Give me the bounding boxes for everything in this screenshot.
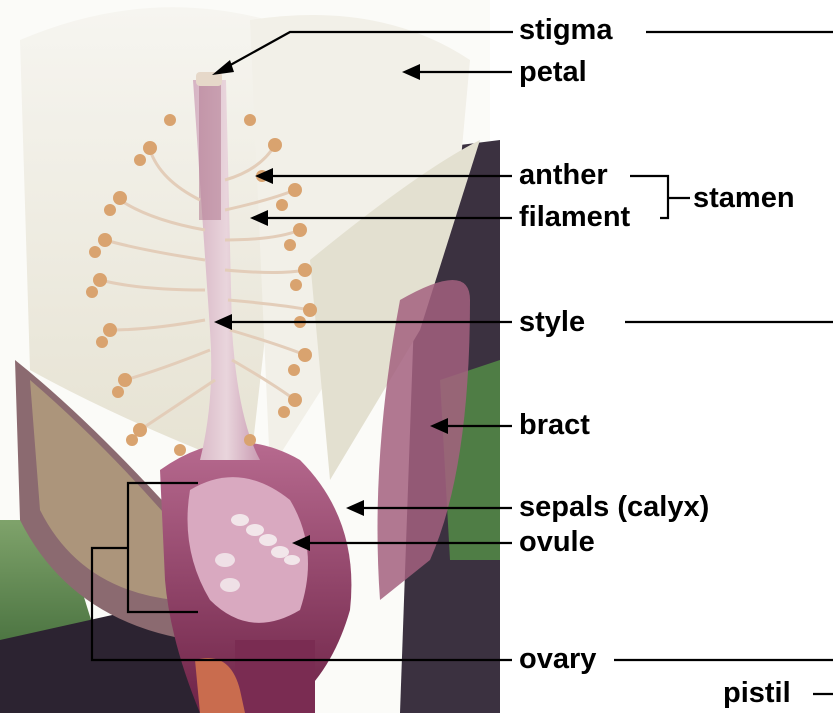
style-dotted-core — [199, 80, 221, 220]
label-anther: anther — [519, 161, 608, 190]
label-stamen: stamen — [693, 184, 795, 213]
label-bract: bract — [519, 411, 590, 440]
label-filament: filament — [519, 203, 630, 232]
label-ovule: ovule — [519, 528, 595, 557]
stigma-tip — [196, 72, 222, 86]
label-stigma: stigma — [519, 16, 612, 45]
label-pistil: pistil — [723, 679, 791, 708]
label-petal: petal — [519, 58, 587, 87]
label-ovary: ovary — [519, 645, 596, 674]
stem — [235, 640, 315, 713]
label-style: style — [519, 308, 585, 337]
label-sepals-calyx: sepals (calyx) — [519, 493, 709, 522]
